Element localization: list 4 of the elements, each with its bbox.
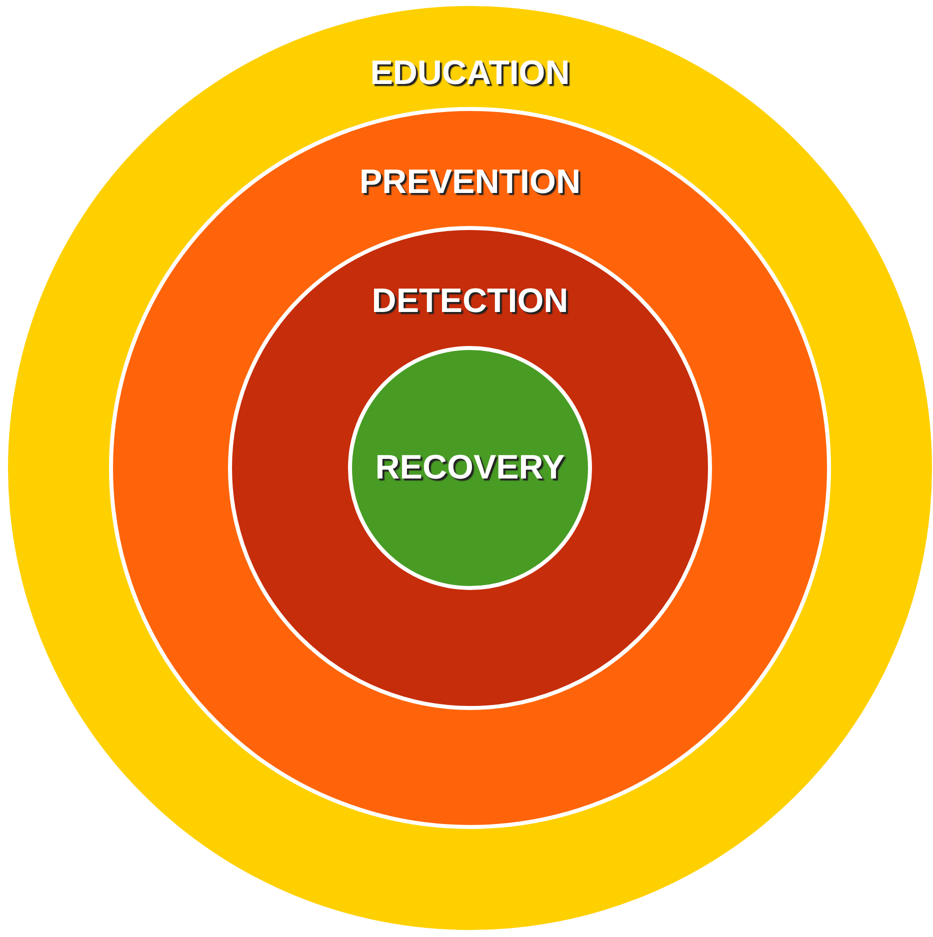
ring-label: EDUCATION	[370, 54, 570, 93]
ring-label: DETECTION	[372, 282, 568, 321]
ring-label: RECOVERY	[375, 448, 565, 488]
ring-label: PREVENTION	[359, 163, 581, 202]
